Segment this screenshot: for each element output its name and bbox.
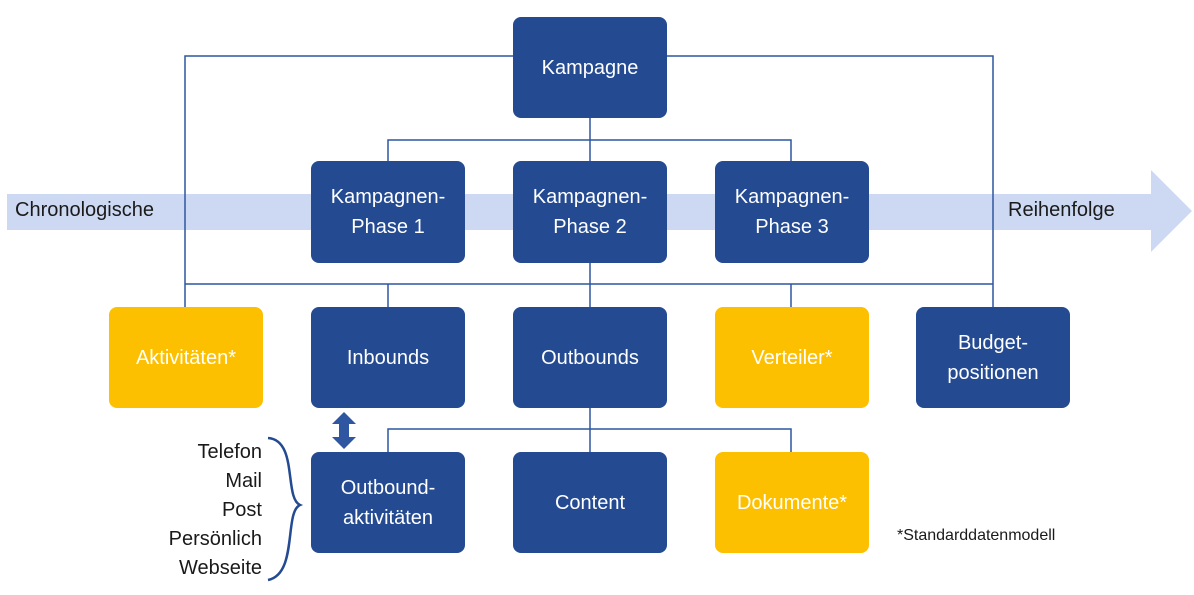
- connector-kampagne-frame: [184, 55, 513, 307]
- curly-brace-icon: [267, 436, 304, 582]
- footnote: *Standarddatenmodell: [897, 527, 1056, 544]
- box-outboundaktivitaeten: Outbound- aktivitäten: [311, 452, 465, 553]
- box-outbounds: Outbounds: [513, 307, 667, 408]
- arrow-left-label: Chronologische: [15, 199, 154, 221]
- channel-item: Post: [221, 499, 262, 521]
- channel-item: Persönlich: [168, 528, 262, 550]
- box-inbounds: Inbounds: [311, 307, 465, 408]
- double-arrow-icon: [332, 412, 356, 449]
- connector-level3-bar: [387, 428, 792, 452]
- connector-kampagne-frame-right: [667, 55, 994, 307]
- connector-phases-bar: [387, 139, 792, 161]
- box-kampagne: Kampagne: [513, 17, 667, 118]
- box-budgetpositionen: Budget- positionen: [916, 307, 1070, 408]
- channel-item: Webseite: [178, 557, 262, 579]
- box-verteiler: Verteiler*: [715, 307, 869, 408]
- channel-item: Telefon: [197, 441, 263, 463]
- channel-item: Mail: [225, 470, 262, 492]
- box-phase-3: Kampagnen- Phase 3: [715, 161, 869, 263]
- box-phase-2: Kampagnen- Phase 2: [513, 161, 667, 263]
- box-dokumente: Dokumente*: [715, 452, 869, 553]
- box-content: Content: [513, 452, 667, 553]
- box-phase-1: Kampagnen- Phase 1: [311, 161, 465, 263]
- channel-list: Telefon Mail Post Persönlich Webseite: [120, 438, 262, 583]
- arrow-right-label: Reihenfolge: [1008, 199, 1115, 221]
- box-aktivitaeten: Aktivitäten*: [109, 307, 263, 408]
